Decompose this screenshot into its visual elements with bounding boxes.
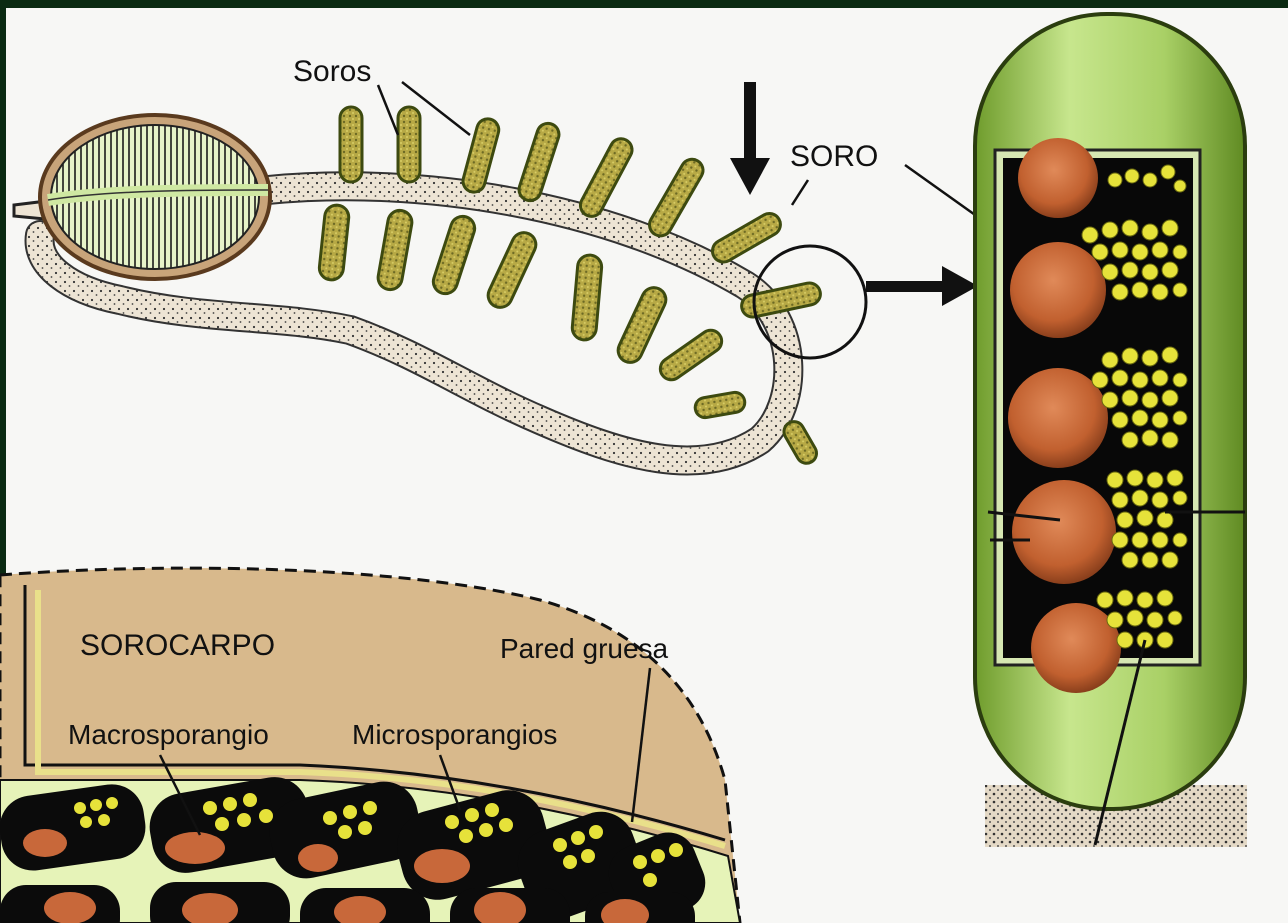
macrosporangium — [1012, 480, 1116, 584]
macrosporangium — [23, 829, 67, 857]
macrosporangium — [1018, 138, 1098, 218]
macrosporangium — [414, 849, 470, 883]
label-soro: SORO — [790, 140, 878, 173]
label-soros: Soros — [293, 55, 371, 88]
label-macrosporangio: Macrosporangio — [68, 719, 269, 750]
label-pared-gruesa: Pared gruesa — [500, 633, 669, 664]
left-frame-edge — [0, 8, 6, 548]
macrosporangium — [1010, 242, 1106, 338]
sorus — [340, 107, 362, 182]
sorus-detail-illustration — [975, 14, 1247, 847]
macrosporangium — [298, 844, 338, 872]
label-microsporangios: Microsporangios — [352, 719, 557, 750]
label-sorocarpo: SOROCARPO — [80, 629, 275, 662]
macrosporangium — [165, 832, 225, 864]
macrosporangium — [44, 892, 96, 923]
sorus — [398, 107, 420, 182]
